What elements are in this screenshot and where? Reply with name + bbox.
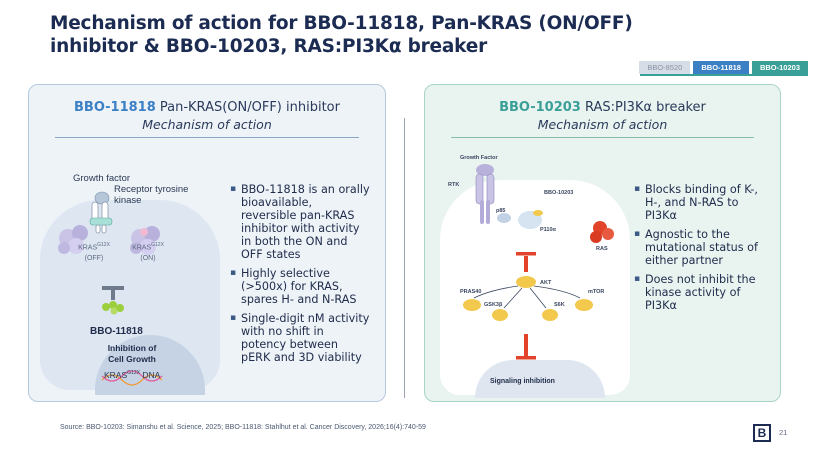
inhibition-bar-icon — [102, 286, 124, 290]
tab-underline — [640, 74, 808, 76]
kras-on-icon — [130, 226, 160, 255]
pras40-label: PRAS40 — [460, 289, 482, 295]
p85-label: p85 — [496, 208, 506, 214]
left-panel-rule — [55, 137, 359, 138]
mtor-label: mTOR — [588, 289, 605, 295]
gsk3b-icon — [492, 309, 508, 321]
left-panel-heading: BBO-11818 Pan-KRAS(ON/OFF) inhibitor — [29, 99, 385, 116]
ras-label: RAS — [596, 246, 608, 252]
bbo-10203-molecule-icon — [533, 210, 543, 216]
right-drug-name: BBO-10203 — [499, 100, 581, 115]
growth-factor-label: Growth factor — [73, 173, 131, 184]
dna-icon — [101, 370, 163, 386]
bbo-11818-molecule-icon — [102, 301, 124, 315]
right-bullet-list: Blocks binding of K-, H-, and N-RAS to P… — [634, 183, 772, 318]
receptor-icon — [89, 201, 113, 234]
panel-divider — [404, 118, 405, 398]
rtk-label: RTK — [448, 182, 460, 188]
rtk-icon — [475, 173, 495, 224]
pras40-icon — [463, 299, 481, 311]
right-panel-rule — [451, 137, 754, 138]
left-heading-text: Pan-KRAS(ON/OFF) inhibitor — [155, 100, 340, 115]
inhibition-stem-icon — [524, 334, 528, 356]
tab-bbo-10203[interactable]: BBO-10203 — [751, 61, 808, 74]
right-bullet: Blocks binding of K-, H-, and N-RAS to P… — [634, 183, 772, 222]
bbo-11818-label: BBO-11818 — [90, 326, 143, 337]
kras-off-icon — [58, 225, 88, 254]
nucleus — [475, 360, 605, 398]
s6k-label: S6K — [554, 302, 565, 308]
left-bullet-list: BBO-11818 is an orally bioavailable, rev… — [230, 183, 370, 370]
left-mechanism-diagram: Growth factor Receptor tyrosine kinase — [40, 140, 225, 395]
akt-icon — [516, 276, 536, 288]
mtor-icon — [575, 299, 593, 311]
right-bullet: Does not inhibit the kinase activity of … — [634, 273, 772, 312]
left-drug-name: BBO-11818 — [74, 100, 156, 115]
growth-factor-label: Growth Factor — [460, 155, 498, 161]
right-mechanism-diagram: Growth Factor RTK BBO-10203 p85 P110α RA… — [440, 140, 635, 398]
tab-bbo-8520[interactable]: BBO-8520 — [639, 61, 691, 74]
source-citation: Source: BBO-10203: Simanshu et al. Scien… — [60, 424, 426, 431]
left-diagram-art — [58, 191, 163, 386]
inhibition-stem-icon — [524, 256, 528, 272]
p85-icon — [497, 213, 511, 223]
bbo-10203-label: BBO-10203 — [544, 190, 574, 196]
inhibition-label: Inhibition of Cell Growth — [107, 343, 157, 364]
left-bullet: BBO-11818 is an orally bioavailable, rev… — [230, 183, 370, 261]
right-panel-subheading: Mechanism of action — [537, 117, 668, 132]
akt-label: AKT — [540, 280, 552, 286]
dna-label: KRASG12X DNA — [104, 369, 161, 380]
slide-title: Mechanism of action for BBO-11818, Pan-K… — [50, 13, 633, 57]
p110-label: P110α — [540, 227, 556, 233]
left-bullet: Single-digit nM activity with no shift i… — [230, 312, 370, 364]
ras-icon — [590, 221, 614, 243]
inhibition-bar-icon — [516, 252, 536, 256]
right-diagram-art — [463, 164, 614, 360]
receptor-label: Receptor tyrosine kinase — [114, 184, 189, 206]
s6k-icon — [542, 309, 558, 321]
kras-off-label: KRASG12X(OFF) — [78, 242, 110, 263]
tab-bbo-11818[interactable]: BBO-11818 — [693, 61, 749, 74]
section-tabs: BBO-8520 BBO-11818 BBO-10203 — [639, 61, 808, 74]
inhibition-stem-icon — [111, 290, 115, 300]
inhibition-bar-icon — [516, 356, 536, 360]
growth-factor-icon — [476, 164, 494, 176]
signaling-inhibition-label: Signaling inhibition — [490, 378, 555, 385]
right-bullet: Agnostic to the mutational status of eit… — [634, 228, 772, 267]
page-number: 21 — [779, 428, 788, 437]
kras-on-label: KRASG12X(ON) — [132, 242, 164, 263]
left-panel-subheading: Mechanism of action — [142, 117, 272, 132]
right-heading-text: RAS:PI3Kα breaker — [580, 100, 706, 115]
left-bullet: Highly selective (>500x) for KRAS, spare… — [230, 267, 370, 306]
gsk3b-label: GSK3β — [484, 302, 503, 308]
company-logo: B — [753, 424, 771, 442]
pathway-arrows-icon — [473, 285, 581, 309]
right-panel-heading: BBO-10203 RAS:PI3Kα breaker — [425, 99, 780, 116]
